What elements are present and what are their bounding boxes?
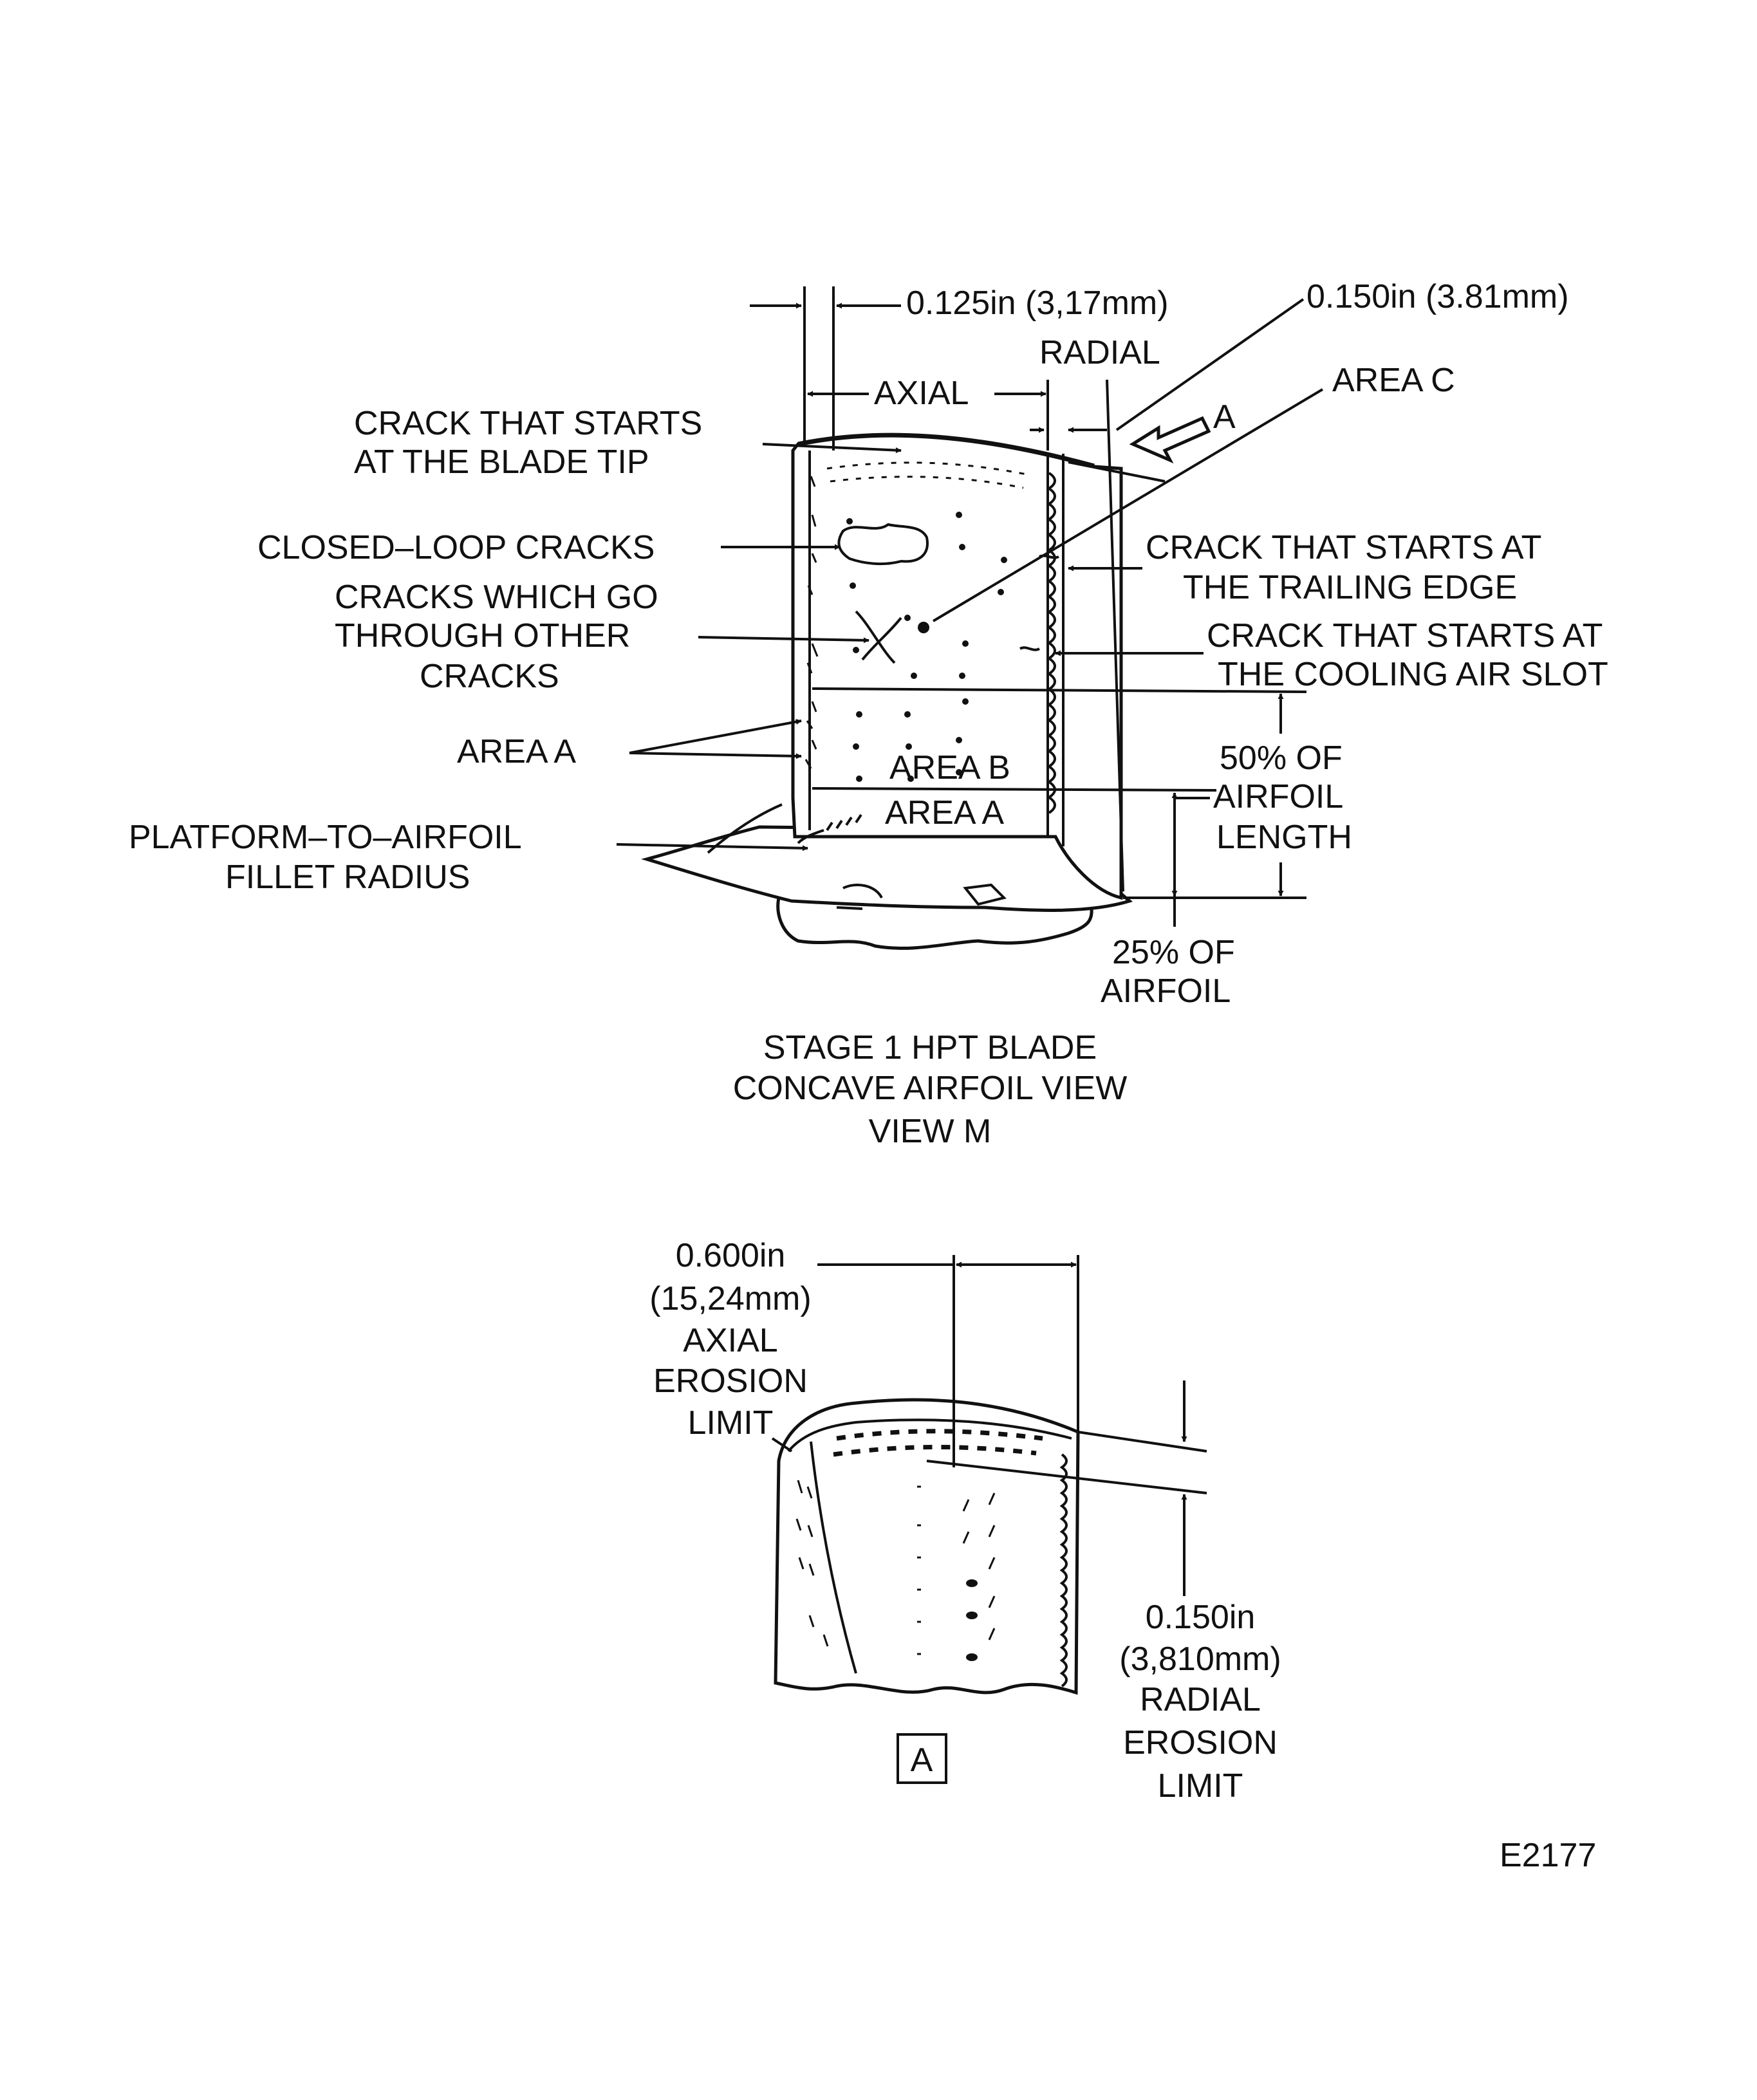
leading-edge-marks [804, 476, 819, 769]
cooling-slot-crack [1019, 646, 1041, 651]
area-a-inner-label: AREA A [885, 794, 1004, 832]
radial-label: RADIAL [1039, 334, 1160, 371]
trailing-edge-label-2: THE TRAILING EDGE [1183, 569, 1517, 606]
area-b-label: AREA B [889, 749, 1010, 786]
radial-limit-1: 0.150in [1146, 1599, 1256, 1636]
axial-value-label: 0.125in (3,17mm) [906, 284, 1169, 322]
crossing-cracks [855, 610, 902, 664]
detail-a-box [897, 1733, 947, 1784]
view-a-arrow [1129, 416, 1211, 464]
pct25-label-1: 25% OF [1112, 934, 1235, 971]
figure-id: E2177 [1500, 1837, 1596, 1874]
pct25-label-2: AIRFOIL [1101, 972, 1231, 1010]
area-a-left-label: AREA A [457, 733, 576, 770]
radial-value-label: 0.150in (3.81mm) [1306, 278, 1569, 315]
pct50-label-1: 50% OF [1220, 739, 1343, 777]
radial-limit-4: EROSION [1123, 1724, 1278, 1761]
view-m-blade [641, 432, 1133, 950]
detail-a-trailing-slots [1059, 1453, 1068, 1687]
tip-crack-leader [762, 443, 902, 454]
fillet-radius-marks [797, 813, 862, 844]
platform-slot [963, 883, 1007, 906]
through-cracks-label-1: CRACKS WHICH GO [335, 579, 658, 616]
area-b-line-50 [812, 687, 1307, 693]
cooling-slot-label-2: THE COOLING AIR SLOT [1218, 656, 1608, 693]
tip-crack-label-2: AT THE BLADE TIP [354, 443, 649, 481]
through-cracks-leader [698, 636, 869, 644]
radial-leader [1115, 298, 1305, 431]
pct50-label-3: LENGTH [1216, 819, 1352, 856]
trailing-edge-label-1: CRACK THAT STARTS AT [1146, 529, 1541, 566]
radial-limit-2: (3,810mm) [1119, 1640, 1281, 1678]
detail-a-tip-cap [787, 1418, 1072, 1453]
axial-label: AXIAL [874, 375, 969, 412]
tip-cooling-holes [826, 461, 1030, 489]
view-m-labels: 0.125in (3,17mm) 0.150in (3.81mm) RADIAL… [129, 278, 1608, 1150]
radial-limit-bottom [926, 1460, 1207, 1494]
radial-limit-5: LIMIT [1158, 1767, 1243, 1805]
detail-a-tip-holes [833, 1429, 1043, 1457]
axial-limit-2: (15,24mm) [649, 1280, 811, 1317]
detail-a-box-label: A [911, 1742, 933, 1779]
axial-limit-leader [771, 1437, 793, 1453]
fillet-leader [616, 843, 808, 851]
area-c-label: AREA C [1332, 362, 1455, 399]
axial-limit-1: 0.600in [676, 1237, 786, 1274]
area-c-leader [932, 388, 1324, 622]
area-a-line-25 [812, 787, 1217, 792]
cooling-air-slots [1046, 472, 1056, 814]
cooling-hole-dots [846, 512, 1007, 782]
view-m-dimensions [616, 286, 1324, 927]
area-a-leader-up [629, 719, 802, 754]
detail-a-blade [774, 1398, 1080, 1695]
radial-limit-top [1077, 1431, 1207, 1453]
detail-a-hole-marks [795, 1480, 996, 1655]
fillet-label-1: PLATFORM–TO–AIRFOIL [129, 819, 522, 856]
fillet-label-2: FILLET RADIUS [225, 859, 470, 896]
closed-loop-crack [837, 523, 929, 566]
detail-a-leading-edge [810, 1441, 857, 1674]
view-m-title-2: CONCAVE AIRFOIL VIEW [733, 1070, 1128, 1107]
detail-a-outline [774, 1398, 1080, 1695]
view-m-title-3: VIEW M [869, 1113, 992, 1150]
radial-dim-vertical [1106, 379, 1124, 892]
platform-detail [836, 884, 883, 910]
detail-a-dimensions [771, 1255, 1207, 1596]
through-cracks-label-3: CRACKS [420, 658, 559, 695]
detail-a-labels: 0.600in (15,24mm) AXIAL EROSION LIMIT 0.… [649, 1237, 1596, 1874]
tip-crack-label-1: CRACK THAT STARTS [354, 405, 702, 442]
through-cracks-label-2: THROUGH OTHER [335, 617, 630, 655]
airfoil-tip-cap [797, 432, 1095, 469]
radial-limit-3: RADIAL [1140, 1681, 1261, 1718]
pct50-label-2: AIRFOIL [1213, 778, 1343, 815]
cooling-slot-label-1: CRACK THAT STARTS AT [1207, 617, 1603, 655]
view-m-title-1: STAGE 1 HPT BLADE [763, 1029, 1097, 1066]
view-arrow-label: A [1213, 398, 1236, 436]
axial-limit-5: LIMIT [688, 1404, 774, 1442]
axial-limit-3: AXIAL [683, 1322, 777, 1359]
axial-limit-4: EROSION [653, 1362, 808, 1400]
tip-leader-down [1068, 461, 1166, 483]
detail-a-hole-dots [966, 1579, 978, 1661]
area-a-leader-down [629, 752, 802, 759]
closed-loop-label: CLOSED–LOOP CRACKS [257, 529, 655, 566]
